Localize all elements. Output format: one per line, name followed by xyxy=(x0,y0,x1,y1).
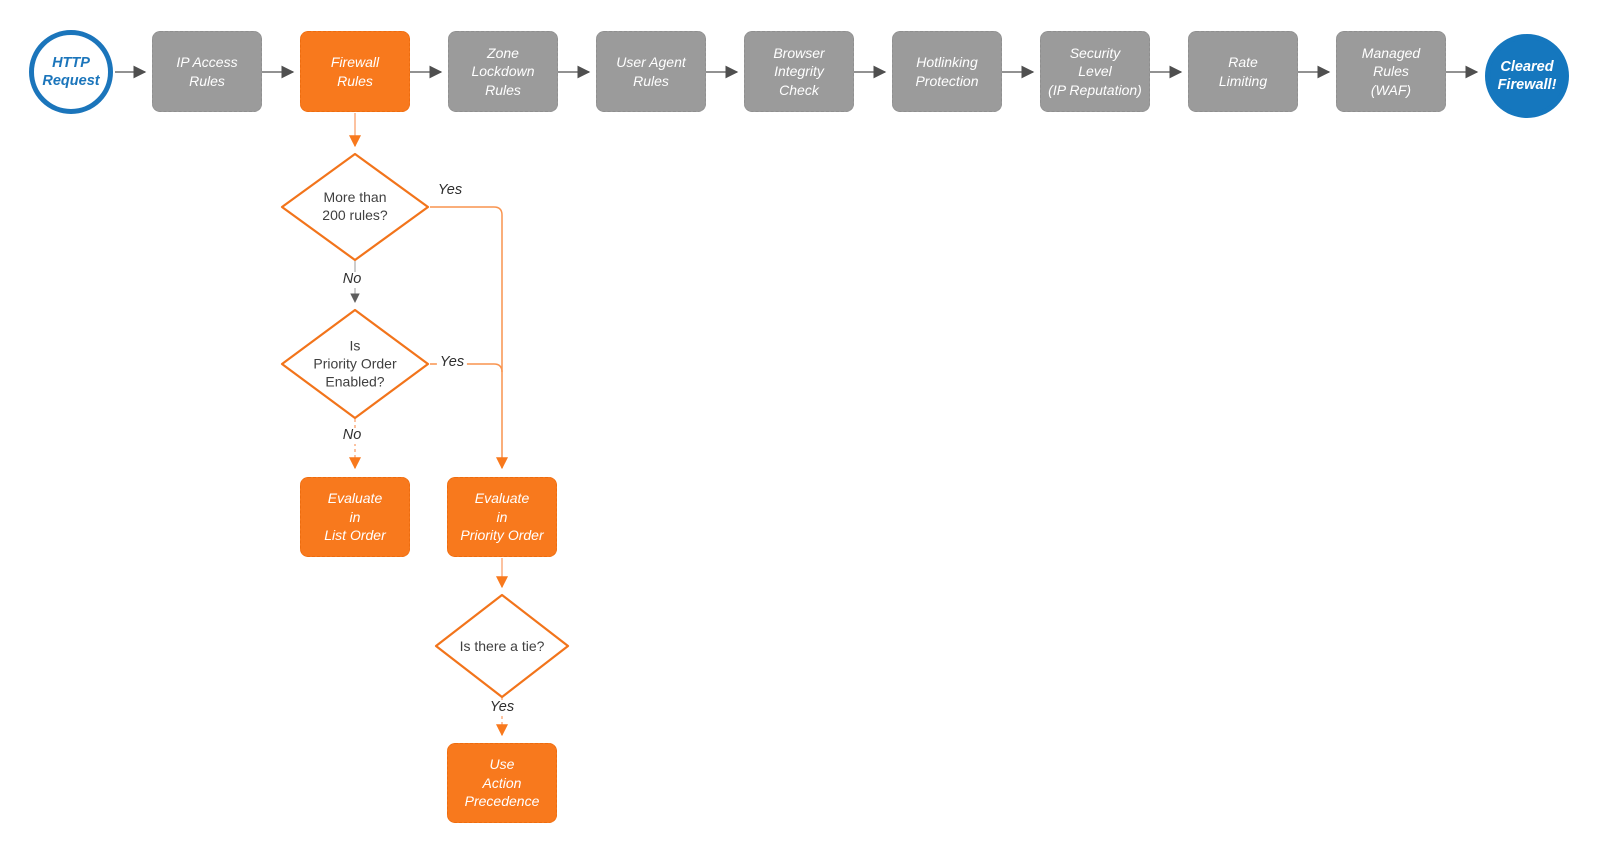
action-evaluate-list-order: Evaluate in List Order xyxy=(300,477,410,557)
stage-managed-rules-waf: Managed Rules (WAF) xyxy=(1336,31,1446,112)
edge-label-priority-yes: Yes xyxy=(436,354,468,371)
connector-priority-yes xyxy=(430,363,503,373)
connector-rules-yes xyxy=(430,206,508,470)
stage-security-level: Security Level (IP Reputation) xyxy=(1040,31,1150,112)
edge-label-rules-yes: Yes xyxy=(434,182,466,199)
decision-rules-diamond xyxy=(280,152,430,262)
edge-label-tie-yes: Yes xyxy=(486,699,518,716)
decision-rules-label: More than 200 rules? xyxy=(322,188,388,223)
stage-hotlinking-protection: Hotlinking Protection xyxy=(892,31,1002,112)
start-node-http-request: HTTP Request xyxy=(29,30,113,114)
stage-user-agent-rules: User Agent Rules xyxy=(596,31,706,112)
action-evaluate-priority-order: Evaluate in Priority Order xyxy=(447,477,557,557)
decision-tie-diamond xyxy=(434,593,570,699)
stage-zone-lockdown-rules: Zone Lockdown Rules xyxy=(448,31,558,112)
decision-tie-label: Is there a tie? xyxy=(459,637,545,654)
stage-browser-integrity-check: Browser Integrity Check xyxy=(744,31,854,112)
action-use-action-precedence: Use Action Precedence xyxy=(447,743,557,823)
stage-ip-access-rules: IP Access Rules xyxy=(152,31,262,112)
end-node-cleared-firewall: Cleared Firewall! xyxy=(1485,34,1569,118)
stage-rate-limiting: Rate Limiting xyxy=(1188,31,1298,112)
edge-label-priority-no: No xyxy=(339,427,365,444)
decision-priority-diamond xyxy=(280,308,430,420)
edge-label-rules-no: No xyxy=(339,271,365,288)
stage-firewall-rules: Firewall Rules xyxy=(300,31,410,112)
decision-priority-label: Is Priority Order Enabled? xyxy=(313,337,397,391)
